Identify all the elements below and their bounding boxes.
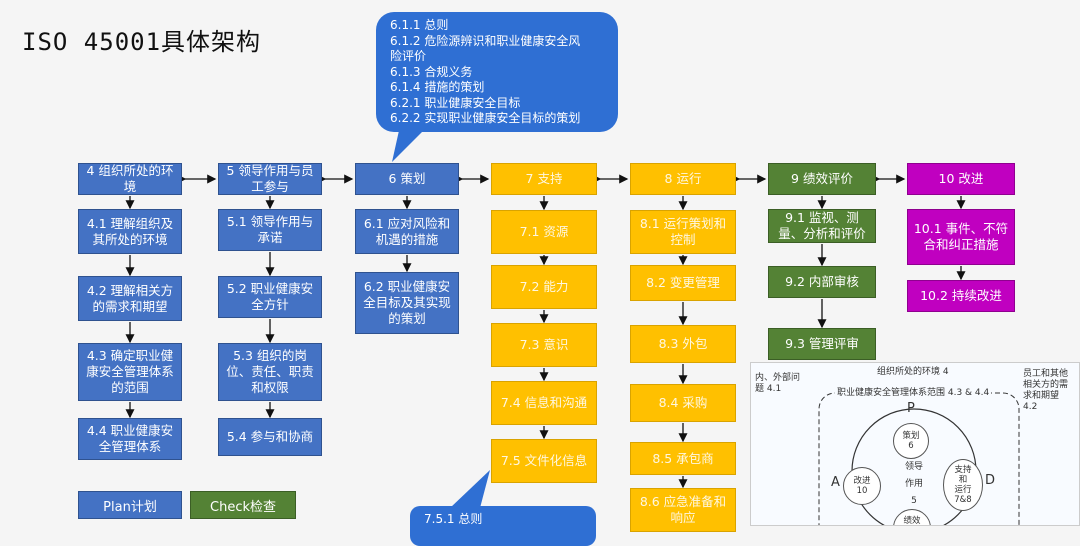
item-7-3: 7.3 意识 [491, 323, 597, 367]
pdca-letter-d: D [985, 473, 996, 488]
pdca-plan-circle: 策划 6 [893, 423, 929, 459]
pdca-right-label: 员工和其他 [1023, 369, 1069, 379]
pdca-top-label: 组织所处的环境 4 [877, 367, 949, 377]
pdca-right-label: 求和期望 [1023, 391, 1060, 401]
pdca-lead-text: 领导 [904, 462, 923, 472]
pdca-left-label: 内、外部问 [755, 373, 801, 383]
pdca-right-label: 相关方的需 [1023, 380, 1069, 390]
pdca-support-text: 和 [958, 475, 968, 485]
item-7-5: 7.5 文件化信息 [491, 439, 597, 483]
callout-line: 6.1.2 危险源辨识和职业健康安全风 [390, 33, 581, 48]
item-5-3: 5.3 组织的岗位、责任、职责和权限 [218, 343, 322, 401]
header-support: 7 支持 [491, 163, 597, 195]
item-6-1: 6.1 应对风险和机遇的措施 [355, 209, 459, 254]
callout-line: 6.1.1 总则 [390, 18, 449, 32]
callout-line: 险评价 [390, 49, 427, 63]
item-5-2: 5.2 职业健康安全方针 [218, 276, 322, 318]
pdca-letter-a: A [831, 475, 840, 490]
item-8-5: 8.5 承包商 [630, 442, 736, 475]
pdca-lead-num: 5 [911, 496, 917, 506]
callout-tail-bottom [450, 470, 490, 508]
pdca-improve-circle: 改进 10 [843, 467, 881, 505]
item-7-1: 7.1 资源 [491, 210, 597, 254]
item-9-3: 9.3 管理评审 [768, 328, 876, 360]
item-9-2: 9.2 内部审核 [768, 266, 876, 298]
pdca-left-label: 题 4.1 [755, 384, 782, 394]
item-4-1: 4.1 理解组织及其所处的环境 [78, 209, 182, 254]
callout-line: 6.1.3 合规义务 [390, 64, 473, 79]
pdca-support-circle: 支持 和 运行 7&8 [943, 459, 983, 511]
document-callout: 7.5.1 总则 [410, 506, 596, 546]
item-9-1: 9.1 监视、测量、分析和评价 [768, 209, 876, 243]
pdca-support-text: 运行 [954, 485, 972, 495]
pdca-right-label: 4.2 [1023, 402, 1038, 412]
header-evaluation: 9 绩效评价 [768, 163, 876, 195]
header-context: 4 组织所处的环境 [78, 163, 182, 195]
pdca-support-num: 7&8 [954, 495, 972, 505]
pdca-scope-label: 职业健康安全管理体系范围 4.3 & 4.4 [835, 388, 992, 399]
item-8-4: 8.4 采购 [630, 384, 736, 422]
pdca-plan-text: 策划 [902, 431, 920, 441]
pdca-diagram: 组织所处的环境 4 内、外部问 题 4.1 员工和其他 相关方的需 求和期望 4… [750, 362, 1080, 526]
callout-line: 6.1.4 措施的策划 [390, 80, 485, 94]
callout-tail [392, 126, 428, 162]
callout-line: 7.5.1 总则 [424, 512, 483, 526]
header-planning: 6 策划 [355, 163, 459, 195]
pdca-improve-num: 10 [856, 486, 868, 496]
item-8-1: 8.1 运行策划和控制 [630, 210, 736, 254]
item-8-3: 8.3 外包 [630, 325, 736, 363]
item-4-4: 4.4 职业健康安全管理体系 [78, 418, 182, 460]
callout-line: 6.2.2 实现职业健康安全目标的策划 [390, 111, 581, 125]
item-6-2: 6.2 职业健康安全目标及其实现的策划 [355, 272, 459, 334]
pdca-letter-p: P [907, 401, 915, 416]
item-5-4: 5.4 参与和协商 [218, 418, 322, 456]
legend-plan: Plan计划 [78, 491, 182, 519]
callout-line: 6.2.1 职业健康安全目标 [390, 95, 521, 110]
legend-check: Check检查 [190, 491, 296, 519]
item-8-2: 8.2 变更管理 [630, 265, 736, 301]
header-operation: 8 运行 [630, 163, 736, 195]
pdca-lead-text: 作用 [904, 479, 923, 489]
pdca-improve-text: 改进 [853, 476, 871, 486]
item-7-2: 7.2 能力 [491, 265, 597, 309]
pdca-leadership-center: 领导 作用 5 [896, 461, 932, 508]
page-title: ISO 45001具体架构 [22, 28, 262, 56]
item-10-2: 10.2 持续改进 [907, 280, 1015, 312]
item-5-1: 5.1 领导作用与承诺 [218, 209, 322, 251]
item-4-3: 4.3 确定职业健康安全管理体系的范围 [78, 343, 182, 401]
pdca-eval-text: 绩效 [903, 516, 921, 526]
planning-callout: 6.1.1 总则 6.1.2 危险源辨识和职业健康安全风 险评价 6.1.3 合… [376, 12, 618, 132]
pdca-plan-num: 6 [908, 441, 914, 451]
item-10-1: 10.1 事件、不符合和纠正措施 [907, 209, 1015, 265]
arrows-layer [125, 174, 966, 489]
item-7-4: 7.4 信息和沟通 [491, 381, 597, 425]
header-improvement: 10 改进 [907, 163, 1015, 195]
item-4-2: 4.2 理解相关方的需求和期望 [78, 276, 182, 321]
item-8-6: 8.6 应急准备和响应 [630, 488, 736, 532]
header-leadership: 5 领导作用与员工参与 [218, 163, 322, 195]
pdca-support-text: 支持 [954, 465, 972, 475]
